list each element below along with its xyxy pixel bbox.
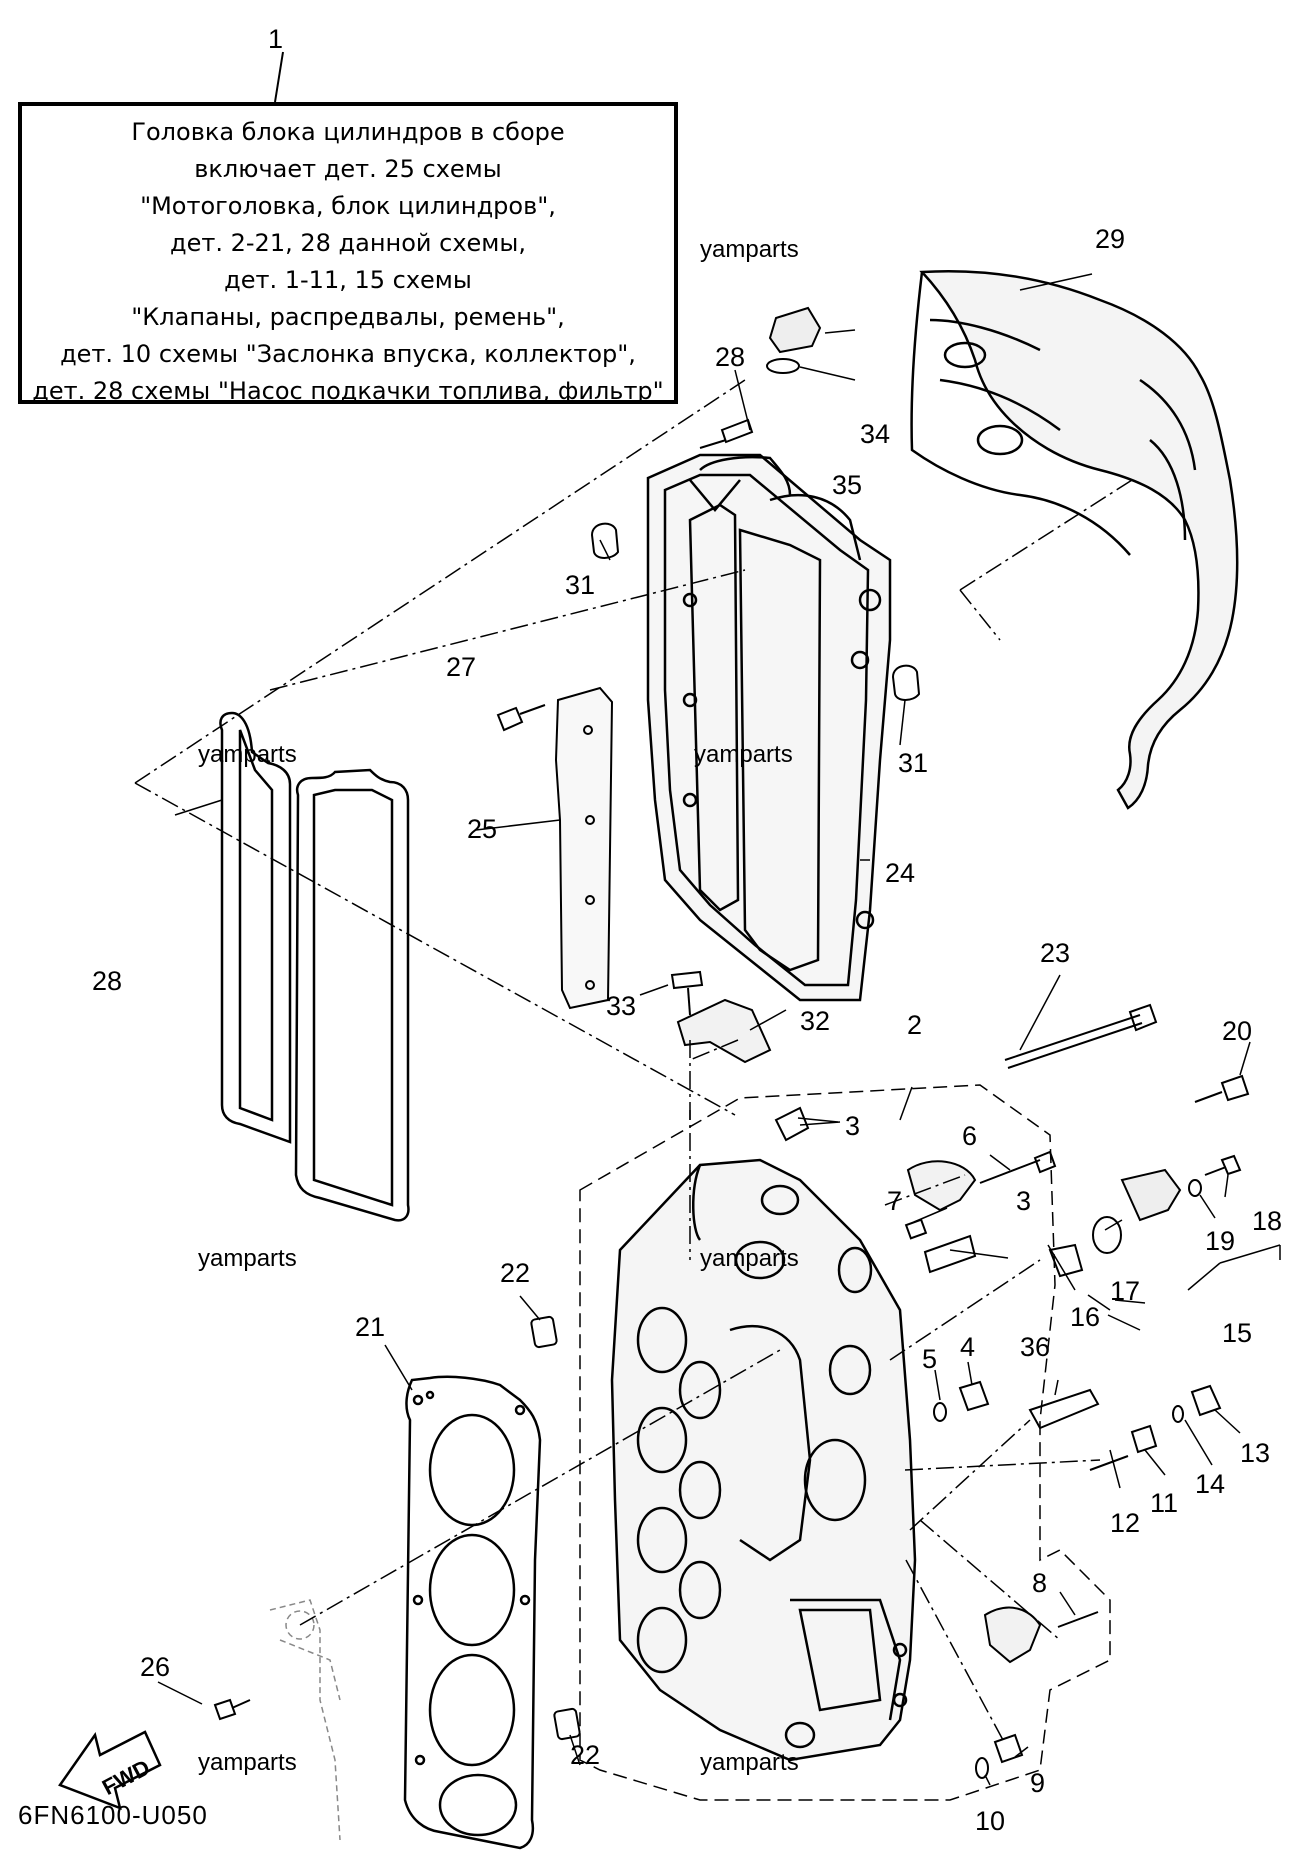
callout-34: 34 — [860, 419, 890, 449]
diagram-code: 6FN6100-U050 — [18, 1800, 208, 1830]
callout-31-lower: 31 — [898, 748, 928, 778]
part-21-head-gasket — [403, 1375, 542, 1850]
note-line-3: "Мотоголовка, блок цилиндров", — [140, 192, 556, 220]
note-line-2: включает дет. 25 схемы — [194, 155, 502, 183]
part-30-belt-cover — [910, 269, 1239, 810]
part-28-cover-gaskets — [219, 711, 410, 1222]
note-line-6: "Клапаны, распредвалы, ремень", — [131, 303, 565, 331]
callout-22-lower: 22 — [570, 1740, 600, 1770]
watermark-7: yamparts — [700, 1749, 799, 1776]
callout-28: 28 — [92, 966, 122, 996]
callout-1: 1 — [268, 24, 283, 54]
callout-33: 33 — [606, 991, 636, 1021]
alignment-lines — [134, 379, 1133, 1741]
note-line-8: дет. 28 схемы "Насос подкачки топлива, ф… — [32, 377, 664, 405]
callout-18: 18 — [1252, 1206, 1282, 1236]
callout-6: 6 — [962, 1121, 977, 1151]
callout-29: 28 — [715, 342, 745, 372]
callout-22-upper: 22 — [500, 1258, 530, 1288]
callout-21: 21 — [355, 1312, 385, 1342]
note-line-1: Головка блока цилиндров в сборе — [131, 118, 565, 146]
watermark-1: yamparts — [700, 236, 799, 263]
leader-1 — [274, 51, 284, 103]
callout-32: 32 — [800, 1006, 830, 1036]
callout-15: 15 — [1222, 1318, 1252, 1348]
callout-10: 10 — [975, 1806, 1005, 1836]
note-line-4: дет. 2-21, 28 данной схемы, — [170, 229, 526, 257]
callout-23: 23 — [1040, 938, 1070, 968]
note-line-5: дет. 1-11, 15 схемы — [224, 266, 472, 294]
callout-4: 4 — [960, 1332, 975, 1362]
part-2-cylinder-head — [610, 1158, 917, 1762]
assembly-boundary — [579, 1084, 1111, 1801]
note-line-7: дет. 10 схемы "Заслонка впуска, коллекто… — [60, 340, 636, 368]
callout-7: 7 — [887, 1186, 902, 1216]
callout-numbers: 1 29 28 34 35 31 27 31 25 24 28 23 33 32… — [92, 24, 1282, 1836]
callout-14: 14 — [1195, 1469, 1225, 1499]
callout-12: 12 — [1110, 1508, 1140, 1538]
watermark-3: yamparts — [694, 741, 793, 768]
watermarks: yamparts yamparts yamparts yamparts yamp… — [198, 236, 799, 1776]
callout-36: 36 — [1020, 1332, 1050, 1362]
callout-13: 13 — [1240, 1438, 1270, 1468]
callout-17: 17 — [1110, 1276, 1140, 1306]
fwd-arrow: FWD — [58, 1730, 162, 1811]
callout-2: 2 — [907, 1010, 922, 1040]
watermark-6: yamparts — [198, 1749, 297, 1776]
leader-lines — [157, 273, 1281, 1786]
watermark-2: yamparts — [198, 741, 297, 768]
watermark-5: yamparts — [700, 1245, 799, 1272]
callout-20: 20 — [1222, 1016, 1252, 1046]
part-25-head-cover — [646, 453, 892, 1002]
watermark-4: yamparts — [198, 1245, 297, 1272]
part-26-gasket — [554, 686, 614, 1010]
callout-5: 5 — [922, 1344, 937, 1374]
callout-25: 24 — [885, 858, 915, 888]
callout-26: 25 — [467, 814, 497, 844]
assembly-note-box: Головка блока цилиндров в сборе включает… — [18, 102, 678, 405]
small-parts — [213, 306, 1250, 1779]
callout-24: 26 — [140, 1652, 170, 1682]
callout-3-upper: 3 — [845, 1111, 860, 1141]
callout-8: 8 — [1032, 1568, 1047, 1598]
callout-16: 16 — [1070, 1302, 1100, 1332]
engine-block-outline — [269, 1599, 341, 1841]
callout-3-lower: 3 — [1016, 1186, 1031, 1216]
callout-31-upper: 31 — [565, 570, 595, 600]
callout-19: 19 — [1205, 1226, 1235, 1256]
callout-9: 9 — [1030, 1768, 1045, 1798]
callout-30: 29 — [1095, 224, 1125, 254]
callout-11: 11 — [1150, 1488, 1178, 1518]
callout-27: 27 — [446, 652, 476, 682]
callout-35: 35 — [832, 470, 862, 500]
